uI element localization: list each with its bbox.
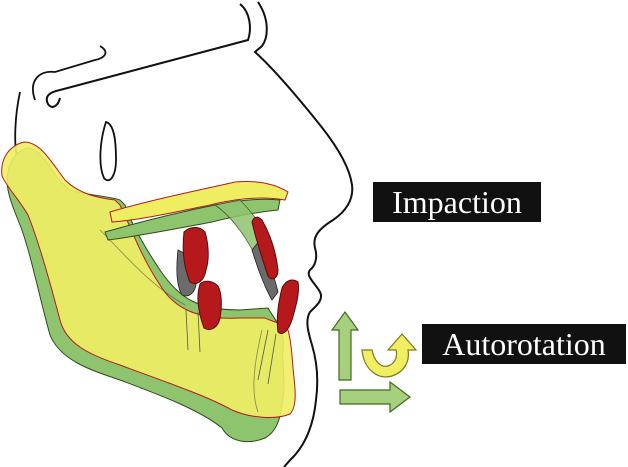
- rotation-arrow-icon: [361, 333, 418, 378]
- lower-molar-roots: [185, 309, 201, 353]
- lower-molar: [197, 280, 222, 331]
- autorotation-label: Autorotation: [422, 324, 626, 364]
- up-arrow-icon: [330, 310, 360, 381]
- upper-incisor: [251, 216, 279, 280]
- upper-molar: [182, 227, 209, 284]
- maxilla-post-op: [109, 181, 289, 223]
- impaction-label: Impaction: [373, 182, 541, 222]
- right-arrow-icon: [339, 380, 411, 414]
- symphysis-line: [253, 329, 263, 413]
- mandible-post-op: [1, 141, 296, 418]
- soft-tissue-profile: [253, 1, 354, 467]
- lower-incisor-root: [257, 329, 277, 385]
- pterygoid-outline: [99, 120, 117, 182]
- orbit-outline: [45, 3, 251, 108]
- ear-outline: [32, 45, 107, 101]
- lower-incisor: [276, 279, 299, 334]
